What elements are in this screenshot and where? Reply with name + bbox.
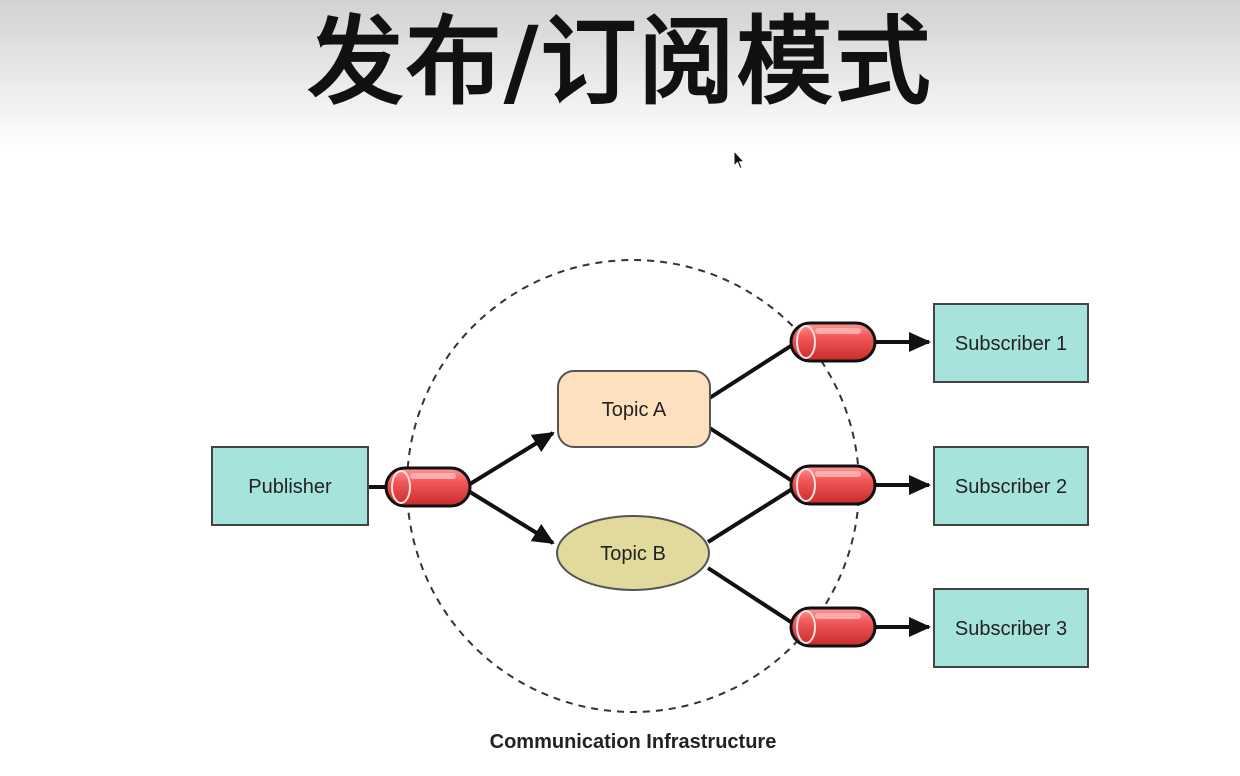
pipe-subscriber-2-icon (789, 464, 877, 506)
subscriber-3-node: Subscriber 3 (933, 588, 1089, 668)
publisher-label: Publisher (248, 476, 332, 498)
publisher-node: Publisher (211, 446, 369, 526)
pipe-subscriber-3-icon (789, 606, 877, 648)
subscriber-2-label: Subscriber 2 (955, 476, 1067, 498)
diagram-caption: Communication Infrastructure (490, 731, 777, 753)
line-topic-b-to-pipe-2 (706, 484, 799, 544)
topic-a-label: Topic A (602, 399, 667, 421)
line-topic-a-to-pipe-1 (706, 340, 799, 401)
arrow-to-topic-a (468, 431, 555, 486)
pipe-subscriber-1-icon (789, 321, 877, 363)
subscriber-1-node: Subscriber 1 (933, 303, 1089, 383)
topic-b-label: Topic B (600, 543, 666, 565)
page-title: 发布/订阅模式 (307, 6, 933, 118)
line-topic-a-to-pipe-2 (706, 425, 799, 486)
subscriber-2-node: Subscriber 2 (933, 446, 1089, 526)
subscriber-1-label: Subscriber 1 (955, 333, 1067, 355)
title-band (0, 0, 1240, 150)
arrow-to-topic-b (468, 490, 555, 545)
connector-lines (368, 332, 931, 637)
line-topic-b-to-pipe-3 (706, 566, 799, 628)
subscriber-3-label: Subscriber 3 (955, 618, 1067, 640)
pipe-publisher-icon (384, 466, 472, 508)
topic-a-node: Topic A (557, 370, 711, 448)
topic-b-node: Topic B (556, 515, 710, 591)
mouse-pointer-icon (733, 150, 745, 170)
